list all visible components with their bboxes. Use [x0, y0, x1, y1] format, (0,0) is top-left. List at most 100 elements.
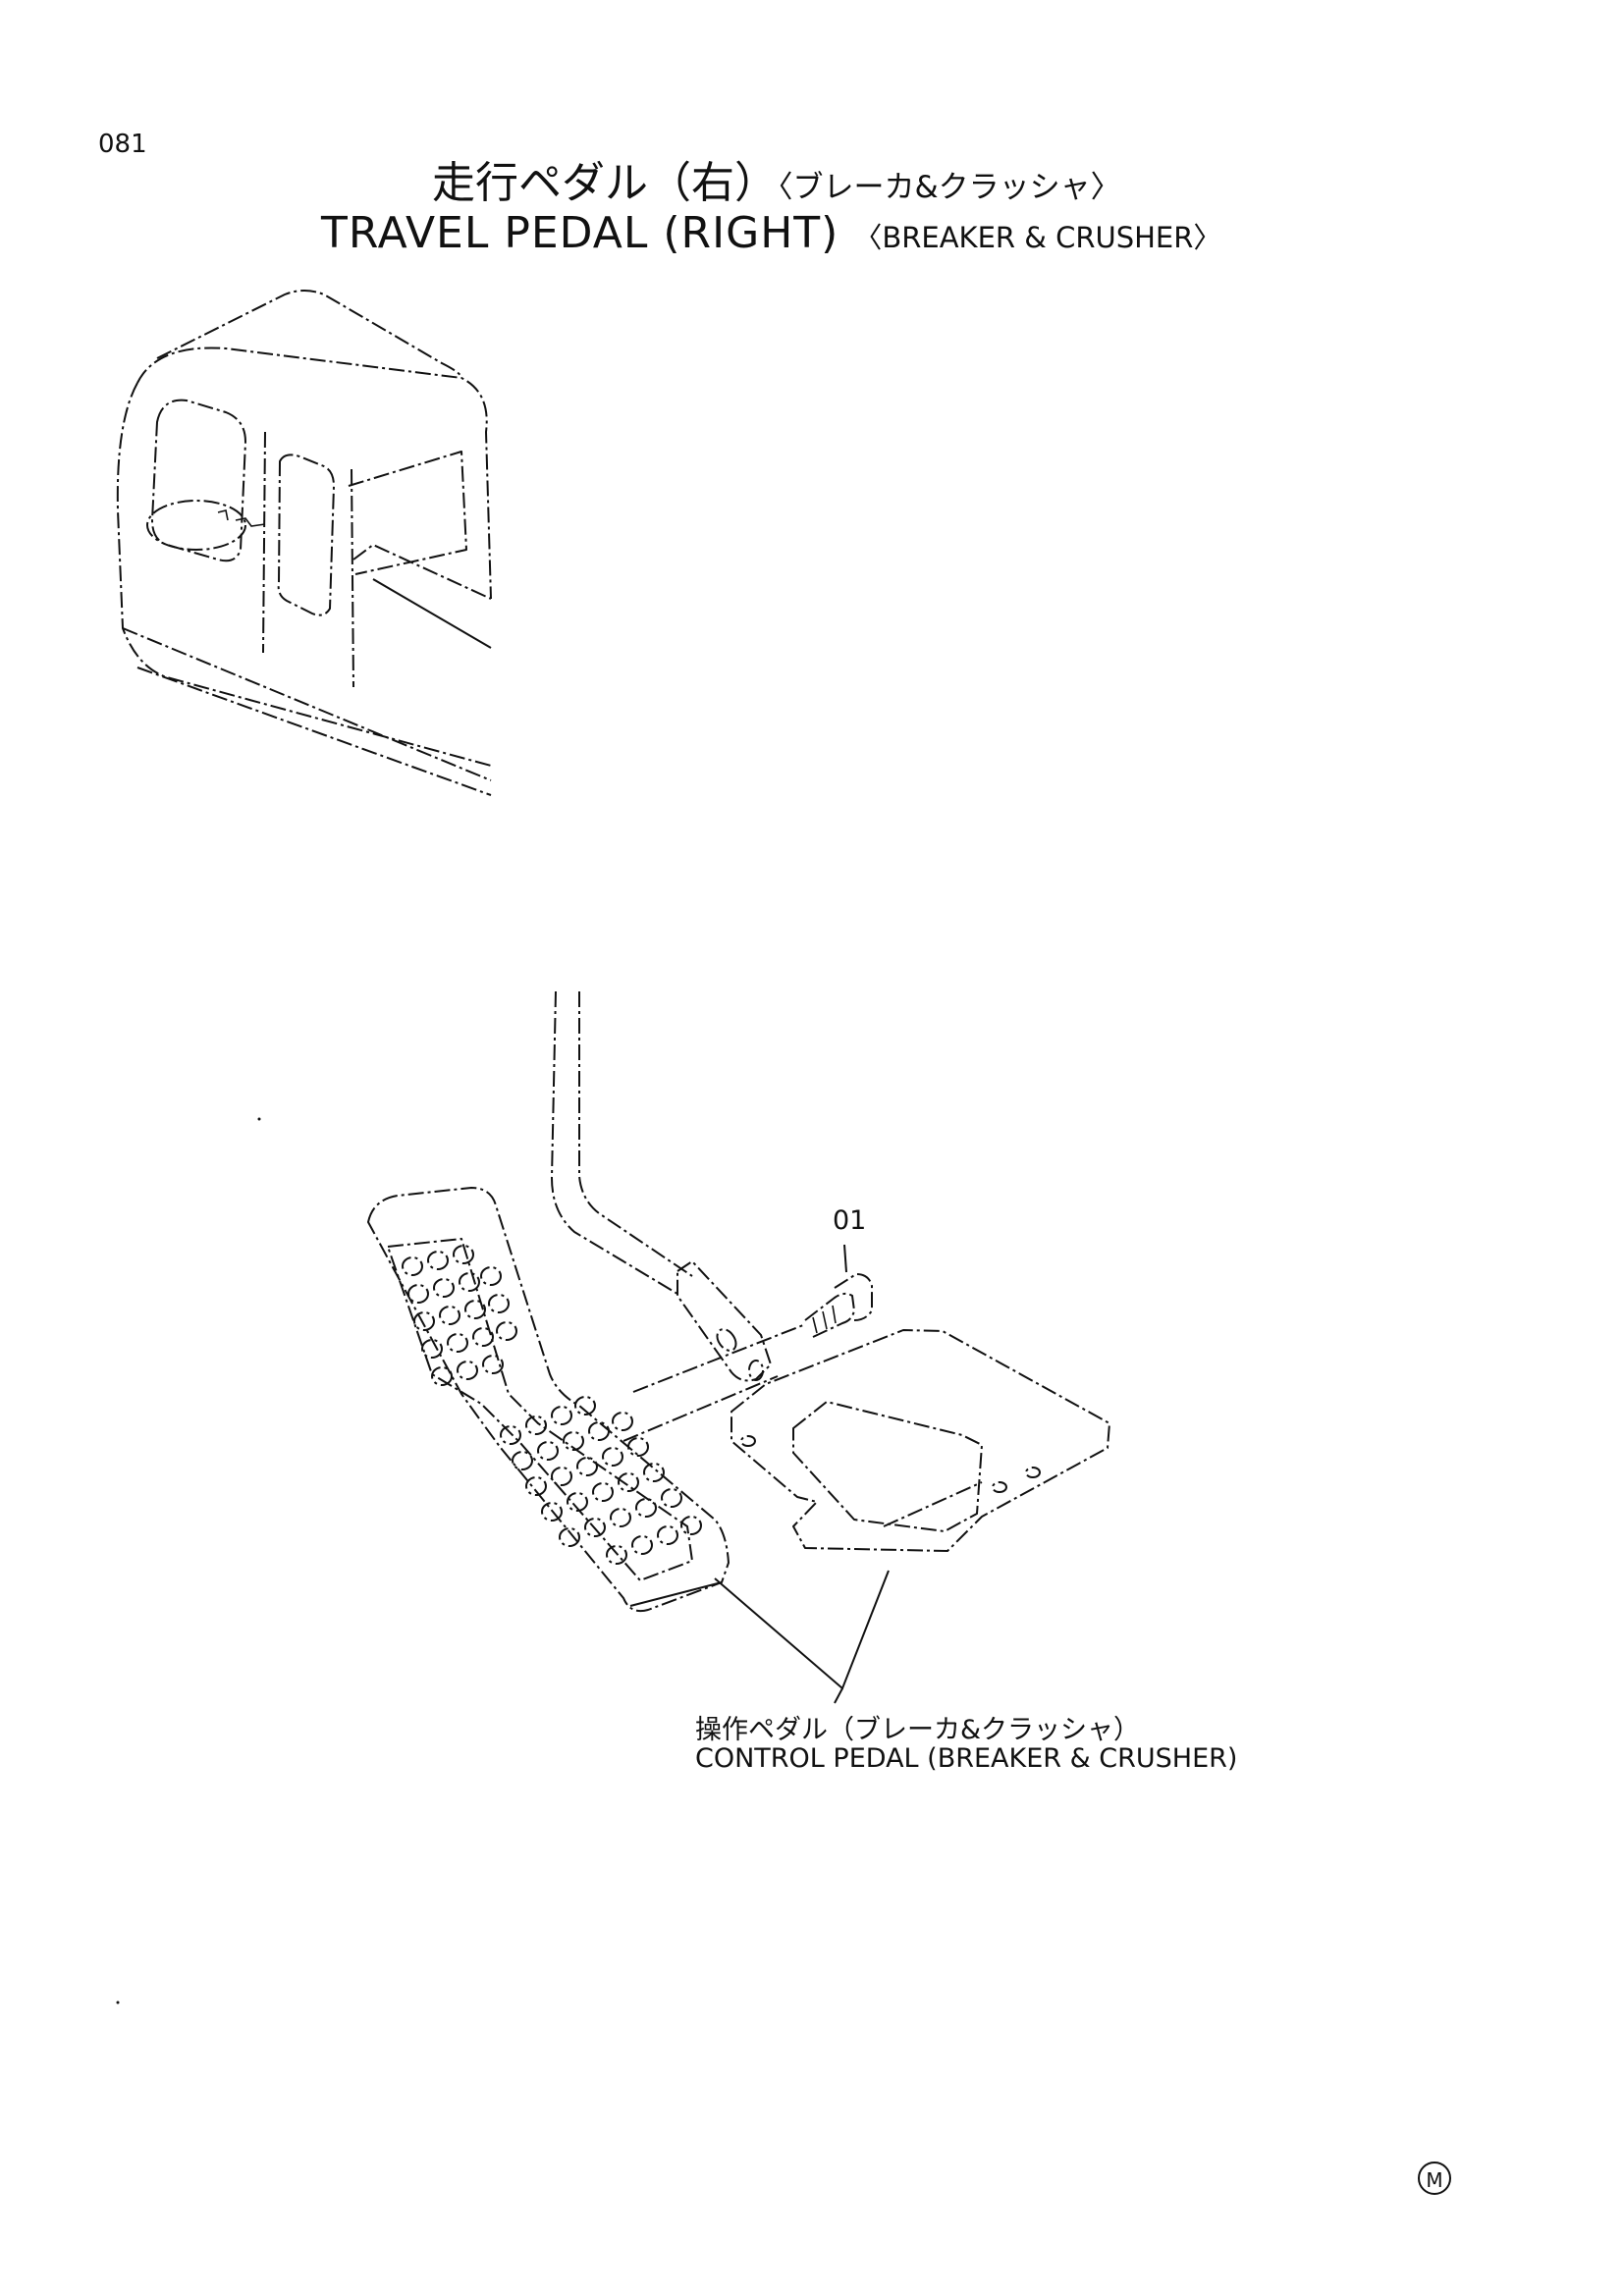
- part-label-leader: [714, 1570, 890, 1690]
- grip-dot: [537, 1441, 559, 1461]
- grip-dot: [541, 1502, 563, 1522]
- lever-rod-left: [551, 990, 678, 1295]
- pedal-lever: [551, 990, 772, 1382]
- part-label-japanese: 操作ペダル（ブレーカ&クラッシャ）: [695, 1715, 1141, 1745]
- cab-door-pillar: [262, 431, 266, 654]
- bolt-thread: [812, 1305, 837, 1334]
- cab-base-line: [122, 627, 492, 781]
- bolt-axis-line: [632, 1324, 804, 1393]
- grip-dot: [472, 1327, 494, 1347]
- grip-dot: [447, 1333, 468, 1353]
- bolt-head: [834, 1273, 873, 1321]
- grip-dot: [457, 1361, 478, 1380]
- grip-dot: [661, 1488, 682, 1508]
- grip-dot: [431, 1366, 453, 1386]
- grip-dot: [559, 1527, 580, 1547]
- base-plate-hole-1: [740, 1435, 756, 1447]
- cab-door-window: [277, 454, 335, 616]
- lever-bracket: [676, 1260, 772, 1382]
- title-english: TRAVEL PEDAL (RIGHT) 〈BREAKER & CRUSHER〉: [321, 208, 1221, 258]
- grip-dot: [439, 1306, 460, 1325]
- bolt-shank: [804, 1292, 855, 1338]
- lever-pivot: [748, 1360, 764, 1381]
- title-english-subtitle: 〈BREAKER & CRUSHER〉: [853, 221, 1222, 254]
- callout-01: 01: [833, 1205, 867, 1236]
- stray-mark-2: [116, 2001, 120, 2004]
- base-plate-edge: [883, 1481, 983, 1527]
- grip-dot: [592, 1482, 614, 1502]
- grip-dot: [500, 1425, 521, 1445]
- cab-base-line-2: [136, 667, 492, 796]
- base-plate-outline: [730, 1329, 1110, 1552]
- grip-dot: [488, 1294, 510, 1313]
- grip-dot: [610, 1508, 631, 1527]
- grip-dot: [480, 1266, 502, 1286]
- base-plate: [622, 1329, 1110, 1552]
- manufacturer-mark: M: [1418, 2162, 1451, 2195]
- lever-hole: [716, 1328, 737, 1352]
- part-label-english: CONTROL PEDAL (BREAKER & CRUSHER): [695, 1743, 1238, 1774]
- grip-dot: [606, 1545, 627, 1565]
- part-label-leader-tail: [834, 1687, 843, 1704]
- grip-dot: [567, 1492, 588, 1512]
- grip-dot: [459, 1272, 480, 1292]
- grip-dot: [602, 1447, 623, 1467]
- base-plate-opening: [792, 1401, 983, 1532]
- callout-leader-01: [843, 1244, 847, 1273]
- page-number: 081: [98, 130, 147, 159]
- grip-dot: [407, 1284, 429, 1304]
- grip-dot: [525, 1476, 547, 1496]
- grip-dot: [612, 1412, 633, 1431]
- grip-dot: [635, 1498, 657, 1518]
- grip-dot: [588, 1421, 610, 1441]
- grip-dot: [618, 1472, 639, 1492]
- title-english-main: TRAVEL PEDAL (RIGHT): [321, 208, 839, 258]
- grip-dot: [631, 1535, 653, 1555]
- grip-dot: [433, 1278, 455, 1298]
- grip-dot: [453, 1245, 474, 1264]
- base-plate-hole-3: [1025, 1467, 1041, 1478]
- cab-illustration: [116, 290, 492, 796]
- cab-side-window: [348, 451, 467, 575]
- title-japanese-main: 走行ペダル（右）: [432, 158, 778, 208]
- pedal-grip-dots: [402, 1245, 702, 1565]
- grip-dot: [496, 1321, 517, 1341]
- grip-dot: [482, 1355, 504, 1374]
- grip-dot: [525, 1415, 547, 1435]
- lever-rod-right: [578, 991, 693, 1277]
- grip-dot: [427, 1251, 449, 1270]
- grip-dot: [551, 1467, 572, 1486]
- pedal-pad: [367, 1187, 730, 1613]
- grip-dot: [413, 1311, 435, 1331]
- stray-mark-1: [257, 1117, 261, 1121]
- grip-dot: [551, 1406, 572, 1425]
- grip-dot: [464, 1300, 486, 1319]
- grip-dot: [402, 1256, 423, 1276]
- grip-dot: [643, 1463, 665, 1482]
- grip-dot: [421, 1339, 443, 1359]
- cab-lower-window: [146, 500, 246, 551]
- grip-dot: [574, 1396, 596, 1415]
- cab-rear-pillar: [351, 468, 354, 688]
- cab-floor-line: [372, 578, 492, 649]
- grip-dot: [584, 1518, 606, 1537]
- pedal-pad-inner: [387, 1238, 693, 1581]
- title-japanese: 走行ペダル（右）〈ブレーカ&クラッシャ〉: [432, 147, 1121, 210]
- bolt-01: [632, 1244, 873, 1393]
- title-japanese-subtitle: 〈ブレーカ&クラッシャ〉: [778, 170, 1121, 205]
- grip-dot: [563, 1431, 584, 1451]
- cab-roof-top: [156, 290, 462, 379]
- pedal-mount-axis: [622, 1375, 779, 1442]
- door-handle: [217, 509, 266, 527]
- grip-dot: [576, 1457, 598, 1476]
- grip-dot: [627, 1437, 649, 1457]
- grip-dot: [512, 1451, 533, 1470]
- cab-left-side: [116, 382, 492, 767]
- grip-dot: [657, 1525, 678, 1545]
- cab-rear-edge: [352, 544, 492, 600]
- cab-roof-front-edge: [136, 347, 492, 600]
- cab-front-window: [151, 399, 246, 562]
- pedal-pad-outline: [367, 1187, 730, 1613]
- pedal-pad-front-edge: [629, 1581, 723, 1607]
